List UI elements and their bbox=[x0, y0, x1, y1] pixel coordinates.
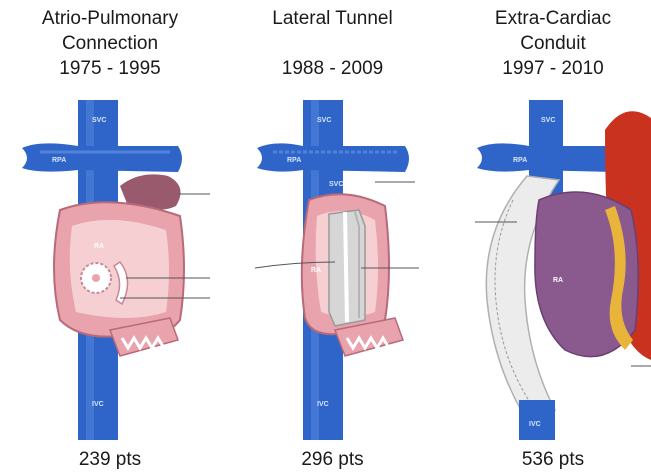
label-svc: SVC bbox=[317, 117, 331, 124]
patient-count: 536 pts bbox=[455, 448, 651, 472]
label-ivc: IVC bbox=[529, 421, 541, 428]
pulmonary-artery bbox=[477, 143, 619, 172]
inferior-vena-cava bbox=[519, 400, 555, 440]
patient-count: 296 pts bbox=[225, 448, 440, 472]
pulmonary-artery bbox=[22, 143, 182, 172]
label-svc: SVC bbox=[92, 117, 106, 124]
pulmonary-artery bbox=[257, 143, 409, 172]
label-rpa: RPA bbox=[513, 157, 527, 164]
label-ivc: IVC bbox=[92, 401, 104, 408]
label-ivc: IVC bbox=[317, 401, 329, 408]
atrio-pulmonary-illustration: SVC RPA RA IVC bbox=[0, 0, 220, 475]
label-svc-lower: SVC bbox=[329, 181, 343, 188]
label-rpa: RPA bbox=[52, 157, 66, 164]
label-ra: RA bbox=[94, 243, 104, 250]
panel-lateral-tunnel: Lateral Tunnel 1988 - 2009 SVC RPA SVC R… bbox=[225, 0, 440, 475]
lateral-tunnel-illustration: SVC RPA SVC RA IVC bbox=[225, 0, 440, 475]
label-svc: SVC bbox=[541, 117, 555, 124]
label-ra: RA bbox=[311, 267, 321, 274]
label-ra: RA bbox=[553, 277, 563, 284]
panel-extra-cardiac: Extra-Cardiac Conduit 1997 - 2010 SVC RP… bbox=[455, 0, 651, 475]
patient-count: 239 pts bbox=[0, 448, 220, 472]
extra-cardiac-illustration: SVC RPA RA IVC bbox=[455, 0, 651, 475]
panel-atrio-pulmonary: Atrio-Pulmonary Connection 1975 - 1995 S… bbox=[0, 0, 220, 475]
label-rpa: RPA bbox=[287, 157, 301, 164]
